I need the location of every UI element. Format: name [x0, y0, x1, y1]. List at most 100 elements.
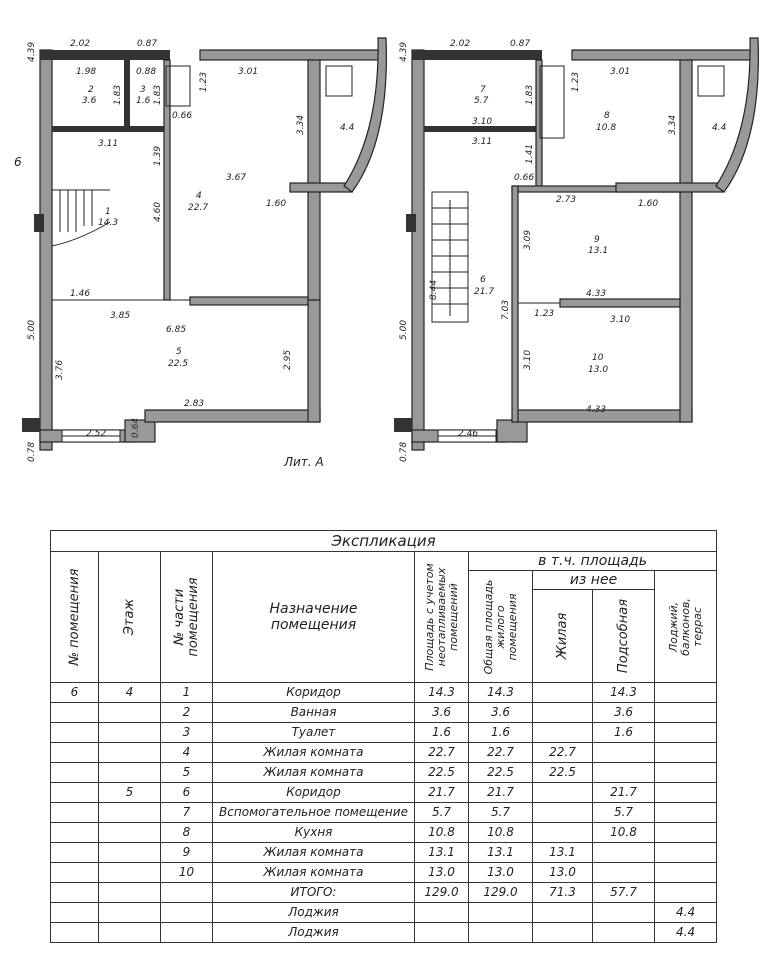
dim-label: 1.83: [525, 85, 535, 105]
dim-label: 3.10: [523, 350, 533, 370]
table-cell: 13.1: [532, 842, 593, 863]
header-purpose: Назначение помещения: [212, 551, 415, 683]
dim-label: 0.66: [172, 111, 192, 121]
table-cell: [532, 802, 593, 823]
table-cell: 7: [160, 802, 213, 823]
table-cell: [468, 902, 533, 923]
dim-label: 1.60: [266, 199, 286, 209]
table-cell: 9: [160, 842, 213, 863]
table-cell: [160, 922, 213, 943]
dim-label: 3.09: [523, 230, 533, 250]
wall: [307, 299, 321, 423]
room-number: 8: [604, 111, 610, 121]
wall: [412, 50, 542, 60]
table-cell: ИТОГО:: [212, 882, 415, 903]
room-number: 7: [480, 85, 486, 95]
table-cell: [653, 782, 718, 803]
table-cell: 13.0: [468, 862, 533, 883]
wall: [406, 214, 416, 232]
table-cell: [653, 742, 718, 763]
dim-label: 2.52: [86, 429, 106, 439]
table-cell: Жилая комната: [212, 842, 415, 863]
explication-table: Экспликация № помещения Этаж № части пом…: [49, 530, 718, 943]
room-number: 2: [88, 85, 94, 95]
table-cell: 5: [98, 782, 161, 803]
room-area: 22.7: [188, 203, 208, 213]
table-cell: [50, 702, 99, 723]
wall: [34, 214, 44, 232]
table-cell: [98, 742, 161, 763]
table-cell: 3.6: [468, 702, 533, 723]
table-cell: 22.5: [468, 762, 533, 783]
table-cell: 5.7: [414, 802, 469, 823]
wall: [22, 418, 40, 432]
table-cell: Вспомогательное помещение: [212, 802, 415, 823]
wall: [124, 60, 130, 132]
table-cell: 14.3: [468, 682, 533, 703]
room-number: 3: [140, 85, 146, 95]
table-cell: [414, 902, 469, 923]
dim-label: 1.39: [153, 146, 163, 166]
table-cell: [468, 922, 533, 943]
dim-label: 3.10: [610, 315, 630, 325]
table-cell: 4.4: [653, 922, 718, 943]
table-cell: 5.7: [468, 802, 533, 823]
dim-label: 1.83: [153, 85, 163, 105]
floor-plan: 2.02 0.87 3.01 4.39 5.00 3.76 0.78 1.98 …: [14, 37, 759, 469]
loggia-wall: [715, 37, 759, 193]
table-cell: 21.7: [414, 782, 469, 803]
liter-label: Лит. А: [283, 455, 324, 469]
wall: [124, 419, 156, 443]
dim-label: 0.87: [510, 39, 530, 49]
table-cell: 5.7: [592, 802, 655, 823]
table-cell: 22.5: [532, 762, 593, 783]
dim-label: 1.98: [76, 67, 96, 77]
dim-label: 0.78: [27, 442, 37, 462]
dim-label: 3.34: [668, 115, 678, 135]
dim-label: 3.85: [110, 311, 130, 321]
table-cell: [98, 882, 161, 903]
loggia-area: 4.4: [340, 123, 355, 133]
table-cell: [98, 722, 161, 743]
header-room-no: № помещения: [50, 551, 99, 683]
table-cell: 10: [160, 862, 213, 883]
dim-label: 0.66: [514, 173, 534, 183]
table-cell: [98, 902, 161, 923]
loggia-box: [325, 65, 353, 97]
table-cell: [653, 702, 718, 723]
header-part-no: № части помещения: [160, 551, 213, 683]
dim-label: 3.01: [610, 67, 630, 77]
wall: [679, 59, 693, 423]
table-cell: [592, 922, 655, 943]
table-cell: 1.6: [468, 722, 533, 743]
table-cell: [50, 782, 99, 803]
table-cell: [50, 802, 99, 823]
stairs: [51, 189, 111, 247]
table-cell: 13.0: [414, 862, 469, 883]
dim-label: 7.03: [501, 300, 511, 320]
table-cell: 5: [160, 762, 213, 783]
table-cell: [653, 842, 718, 863]
room-number: 1: [105, 207, 111, 217]
table-cell: 13.1: [414, 842, 469, 863]
header-incl-group: в т.ч. площадь: [467, 551, 718, 571]
table-cell: 1: [160, 682, 213, 703]
dim-label: 6.85: [166, 325, 186, 335]
table-cell: 3.6: [414, 702, 469, 723]
room-area: 22.5: [168, 359, 188, 369]
table-cell: [653, 822, 718, 843]
room-number: 4: [196, 191, 202, 201]
dim-label: 3.67: [226, 173, 246, 183]
dim-label: 1.41: [525, 144, 535, 164]
wall: [424, 126, 536, 132]
dim-label: 4.60: [153, 202, 163, 222]
table-cell: Жилая комната: [212, 862, 415, 883]
table-cell: [592, 762, 655, 783]
dim-label: 4.39: [27, 42, 37, 62]
